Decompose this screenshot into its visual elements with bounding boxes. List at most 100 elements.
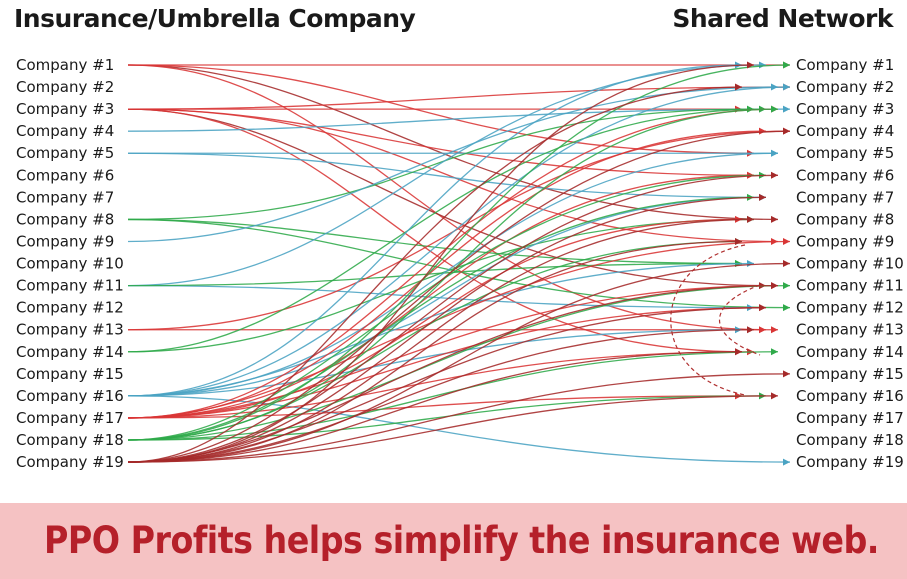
- connection-line: [127, 262, 791, 463]
- arrowhead: [747, 61, 754, 69]
- connection-line: [127, 284, 779, 463]
- connection-line: [127, 64, 767, 331]
- right-company-label: Company #12: [796, 299, 904, 317]
- arrowhead: [783, 127, 790, 135]
- arrowhead: [747, 260, 754, 268]
- left-company-label: Company #7: [16, 188, 114, 206]
- connection-line: [127, 196, 755, 441]
- arrowhead: [771, 282, 778, 290]
- connection-line: [127, 262, 755, 397]
- right-company-label: Company #1: [796, 56, 894, 74]
- left-company-label: Company #1: [16, 56, 114, 74]
- left-company-label: Company #2: [16, 78, 114, 96]
- connection-line: [127, 218, 743, 265]
- left-company-label: Company #12: [16, 299, 124, 317]
- right-company-label: Company #17: [796, 409, 904, 427]
- connection-line: [127, 395, 791, 463]
- connection-line: [127, 108, 755, 221]
- connection-line: [127, 351, 743, 463]
- connection-line: [127, 174, 767, 441]
- left-company-label: Company #3: [16, 100, 114, 118]
- arrowhead: [783, 61, 790, 69]
- right-company-label: Company #10: [796, 255, 904, 273]
- dashed-arc: [670, 244, 746, 396]
- connection-line: [127, 329, 755, 463]
- connection-line: [127, 395, 779, 463]
- connection-line: [127, 351, 755, 419]
- connection-line: [127, 86, 791, 397]
- right-company-label: Company #9: [796, 232, 894, 250]
- connection-line: [127, 218, 755, 353]
- arrowhead: [747, 326, 754, 334]
- tagline-banner: [0, 503, 907, 579]
- connection-line: [127, 108, 755, 176]
- arrowhead: [735, 83, 742, 91]
- arrowhead: [783, 304, 790, 312]
- arrowhead: [771, 348, 778, 356]
- connection-line: [127, 262, 743, 287]
- left-company-label: Company #13: [16, 321, 124, 339]
- arrowhead: [735, 237, 742, 245]
- connection-line: [127, 108, 779, 419]
- connection-line: [127, 395, 743, 419]
- arrowhead: [759, 304, 766, 312]
- connection-line: [127, 64, 755, 463]
- tagline-text: PPO Profits helps simplify the insurance…: [44, 519, 879, 562]
- left-company-label: Company #11: [16, 277, 124, 295]
- arrowhead: [759, 193, 766, 201]
- connection-line: [127, 174, 755, 419]
- dashed-arc: [719, 284, 761, 356]
- right-company-label: Company #19: [796, 453, 904, 471]
- arrowhead: [771, 392, 778, 400]
- connection-line: [127, 64, 743, 397]
- arrowhead: [771, 171, 778, 179]
- arrowhead: [783, 260, 790, 268]
- arrowhead: [759, 61, 766, 69]
- left-company-label: Company #6: [16, 166, 114, 184]
- arrowhead: [771, 215, 778, 223]
- arrowhead: [783, 370, 790, 378]
- left-company-label: Company #10: [16, 255, 124, 273]
- right-company-label: Company #8: [796, 210, 894, 228]
- right-company-label: Company #13: [796, 321, 904, 339]
- right-company-label: Company #2: [796, 78, 894, 96]
- left-company-label: Company #15: [16, 365, 124, 383]
- connection-line: [127, 108, 791, 132]
- connection-line: [127, 240, 791, 419]
- connection-line: [127, 64, 791, 441]
- right-company-label: Company #15: [796, 365, 904, 383]
- arrowhead: [783, 237, 790, 245]
- connection-line: [127, 218, 755, 463]
- right-company-label: Company #18: [796, 431, 904, 449]
- connection-line: [127, 373, 791, 463]
- connection-line: [127, 108, 779, 441]
- connection-line: [127, 395, 767, 441]
- left-company-label: Company #18: [16, 431, 124, 449]
- connection-line: [127, 284, 791, 441]
- right-company-label: Company #3: [796, 100, 894, 118]
- right-column-title: Shared Network: [672, 4, 893, 33]
- connection-line: [127, 196, 767, 397]
- connection-line: [127, 240, 743, 441]
- connection-line: [127, 218, 743, 419]
- left-company-label: Company #19: [16, 453, 124, 471]
- arrowhead: [783, 105, 790, 113]
- connection-line: [127, 284, 779, 419]
- arrowhead: [735, 348, 742, 356]
- connection-line: [127, 307, 767, 419]
- arrowhead: [759, 127, 766, 135]
- dashed-arcs: [670, 244, 761, 396]
- arrowhead: [783, 83, 790, 91]
- right-company-label: Company #11: [796, 277, 904, 295]
- connection-line: [127, 307, 767, 463]
- connection-line: [127, 130, 791, 463]
- connection-line: [127, 329, 743, 397]
- arrowhead: [771, 149, 778, 157]
- right-company-label: Company #16: [796, 387, 904, 405]
- right-company-label: Company #4: [796, 122, 894, 140]
- right-company-label: Company #6: [796, 166, 894, 184]
- connection-lines: [127, 61, 791, 466]
- connection-line: [127, 240, 743, 463]
- connection-line: [127, 86, 791, 110]
- connection-line: [127, 64, 779, 221]
